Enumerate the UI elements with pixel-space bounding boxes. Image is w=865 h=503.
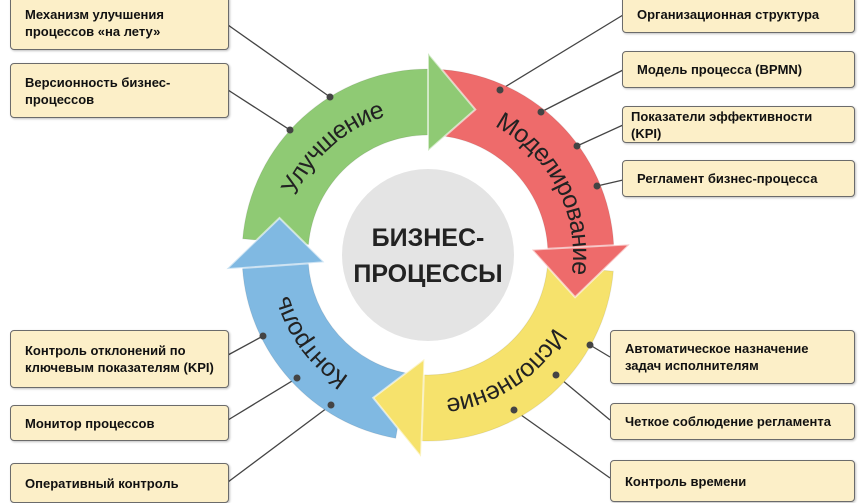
right-box-3: Показатели эффективности (KPI) [622, 106, 855, 143]
center-title-line1: БИЗНЕС- [371, 224, 485, 252]
stage-execution-arrowhead-icon [371, 356, 426, 460]
connector-dot [293, 374, 301, 382]
connector-dot [537, 108, 545, 116]
stage-control-arrowhead-icon [223, 216, 327, 271]
connector-line [227, 404, 332, 483]
connector-dot [326, 93, 334, 101]
left-box-4: Монитор процессов [10, 405, 229, 441]
right-box-4: Регламент бизнес-процесса [622, 160, 855, 197]
box-text: Контроль отклонений по ключевым показате… [25, 343, 214, 375]
right-box-1: Организационная структура [622, 0, 855, 33]
left-box-3: Контроль отклонений по ключевым показате… [10, 330, 229, 388]
right-box-7: Контроль времени [610, 460, 855, 502]
box-text: Модель процесса (BPMN) [637, 62, 803, 77]
left-box-5: Оперативный контроль [10, 463, 229, 503]
connector-line [589, 344, 611, 358]
connector-line [555, 374, 611, 421]
connector-line [576, 124, 624, 147]
connector-dot [327, 401, 335, 409]
stage-modeling-arc [431, 68, 615, 250]
box-text: Версионность бизнес-процессов [25, 74, 171, 107]
right-box-6: Четкое соблюдение регламента [610, 403, 855, 440]
connector-dot [286, 126, 294, 134]
box-text: Контроль времени [625, 473, 747, 489]
connector-lines [227, 14, 624, 483]
center-title-line2: ПРОЦЕССЫ [353, 260, 503, 288]
connector-dot [510, 406, 518, 414]
box-text: Оперативный контроль [25, 475, 179, 491]
connector-line [513, 409, 611, 479]
connector-dot [552, 371, 560, 379]
connector-dot [593, 182, 601, 190]
box-text: Монитор процессов [25, 415, 155, 431]
connector-line [227, 24, 331, 98]
right-box-5: Автоматическое назначение задач исполнит… [610, 330, 855, 384]
center-title: БИЗНЕС- ПРОЦЕССЫ [343, 220, 513, 292]
stage-execution-arc [420, 264, 614, 442]
connector-dot [259, 332, 267, 340]
center-circle [342, 169, 514, 341]
connector-line [540, 69, 624, 113]
box-text: Регламент бизнес-процесса [637, 171, 818, 186]
stage-improvement-arc [242, 68, 429, 246]
connector-dot [496, 86, 504, 94]
connector-line [227, 377, 298, 421]
right-box-2: Модель процесса (BPMN) [622, 51, 855, 88]
left-box-2: Версионность бизнес-процессов [10, 63, 229, 118]
connector-dot [573, 142, 581, 150]
box-text: Показатели эффективности (KPI) [631, 108, 813, 141]
stage-modeling-arrowhead-icon [529, 243, 633, 299]
connector-line [499, 14, 624, 91]
box-text: Организационная структура [637, 7, 820, 22]
left-box-1: Механизм улучшения процессов «на лету» [10, 0, 229, 50]
box-text: Механизм улучшения процессов «на лету» [25, 6, 164, 39]
box-text: Автоматическое назначение задач исполнит… [625, 341, 809, 373]
box-text: Четкое соблюдение регламента [625, 414, 831, 429]
connector-line [596, 179, 624, 187]
connector-line [227, 89, 291, 131]
connector-line [227, 335, 264, 356]
connector-dot [586, 341, 594, 349]
stage-improvement-arrowhead-icon [427, 50, 477, 154]
